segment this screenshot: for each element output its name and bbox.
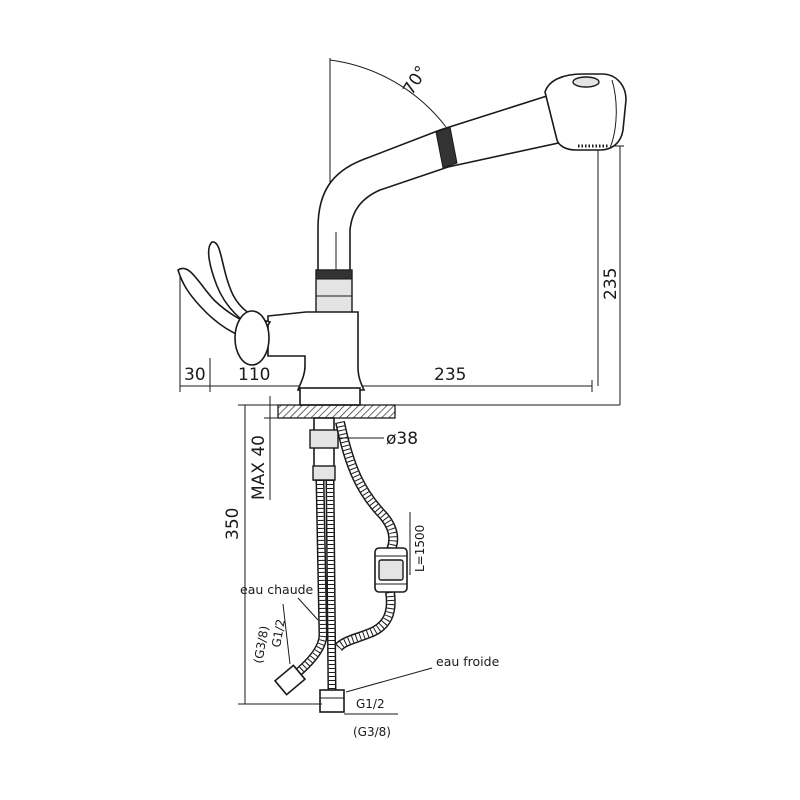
spout-height-label: 235 [601,268,621,300]
cold-connection-labels: eau froide G1/2 (G3/8) [344,654,500,739]
pull-out-hose-upper-braid [336,421,397,552]
spray-head [544,73,627,151]
hot-connector [273,664,307,696]
base-flange [299,387,361,406]
under-counter-dimensions: MAX 40 350 [223,396,322,705]
horizontal-dimensions: 30 110 235 [179,268,593,392]
hose-weight-clip [378,559,404,581]
height-dimension: 235 [395,145,624,406]
angle-arc [329,59,447,128]
body-housing [267,311,366,391]
mounting-nut [309,429,339,449]
cold-water-leader [345,667,433,693]
hot-thread-alt-label: (G3/8) [251,625,271,665]
cold-connector [319,689,345,713]
lever-handle [177,241,272,366]
hot-water-leader [297,597,319,621]
hot-thread-leader [282,603,291,665]
angle-label: 70° [399,62,432,98]
cold-thread-label: G1/2 [356,697,385,711]
spout-ring [435,126,458,169]
base-diameter-label: ø38 [386,429,418,449]
cold-hose-braid [327,479,335,693]
collar-ring [315,269,353,280]
faucet-body [267,269,396,419]
handle-cap [234,310,270,366]
spout-reach-label: 235 [434,365,466,385]
handle-length-label: 110 [238,365,270,385]
countertop-section [277,404,396,419]
hose-fitting [312,465,336,481]
hot-supply-hose [273,479,328,696]
shank [309,417,339,481]
hose-length-label: L=1500 [413,525,427,572]
handle-offset-label: 30 [184,365,206,385]
spray-head-body [544,73,627,151]
pull-out-hose [333,420,408,652]
cold-thread-alt-label: (G3/8) [353,725,391,739]
spout-tube [317,93,564,275]
hot-thread-label: G1/2 [269,618,288,649]
hot-hose-braid [292,479,327,679]
hot-connection-labels: eau chaude G1/2 (G3/8) [240,582,319,665]
spout [317,93,564,275]
shank-length-label: 350 [223,508,243,540]
pull-out-hose-lower-fill [335,591,395,651]
max-thickness-label: MAX 40 [249,435,269,500]
spray-face [609,79,617,149]
cold-water-label: eau froide [436,654,500,669]
misc-dimensions: ø38 L=1500 [340,429,427,575]
hot-water-label: eau chaude [240,582,314,597]
cold-supply-hose [319,479,345,713]
spray-button [572,76,600,88]
